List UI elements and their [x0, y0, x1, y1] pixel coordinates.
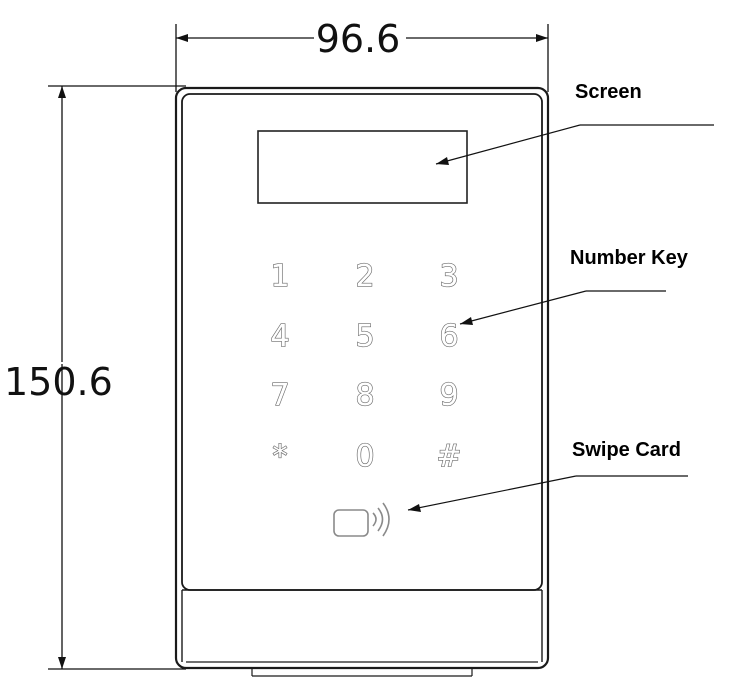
device-body	[174, 86, 550, 677]
key-6[interactable]: 6	[439, 318, 459, 354]
callout-screen-leader	[435, 124, 714, 165]
wave-inner	[372, 512, 377, 527]
card-shape	[333, 509, 369, 537]
contactless-card-icon	[333, 502, 390, 537]
callout-number-key-leader	[459, 290, 666, 325]
height-arrow-bottom	[58, 657, 66, 669]
callout-number-key-label: Number Key	[570, 247, 689, 269]
keypad: 1 2 3 4 5 6 7 8 9 * 0 #	[270, 258, 462, 474]
height-dimension-label: 150.6	[4, 360, 113, 404]
width-arrow-right	[536, 34, 548, 42]
width-dimension	[175, 24, 549, 92]
key-7[interactable]: 7	[270, 377, 290, 413]
key-9[interactable]: 9	[439, 377, 459, 413]
width-dimension-label: 96.6	[316, 17, 401, 61]
width-arrow-left	[176, 34, 188, 42]
device-outer-shell	[174, 86, 550, 670]
key-4[interactable]: 4	[270, 318, 290, 354]
callout-screen-label: Screen	[575, 81, 642, 103]
key-3[interactable]: 3	[439, 258, 459, 294]
height-arrow-top	[58, 86, 66, 98]
key-0[interactable]: 0	[355, 438, 375, 474]
lcd-screen	[257, 130, 468, 204]
callout-swipe-card-label: Swipe Card	[572, 439, 681, 461]
key-5[interactable]: 5	[355, 318, 375, 354]
key-8[interactable]: 8	[355, 377, 375, 413]
key-star[interactable]: *	[272, 438, 288, 474]
height-label-backdrop	[2, 362, 106, 400]
key-hash[interactable]: #	[436, 438, 462, 474]
key-1[interactable]: 1	[270, 258, 290, 294]
callout-swipe-card-leader	[407, 475, 688, 512]
key-2[interactable]: 2	[355, 258, 375, 294]
wave-middle	[377, 507, 384, 532]
wave-outer	[382, 502, 390, 537]
